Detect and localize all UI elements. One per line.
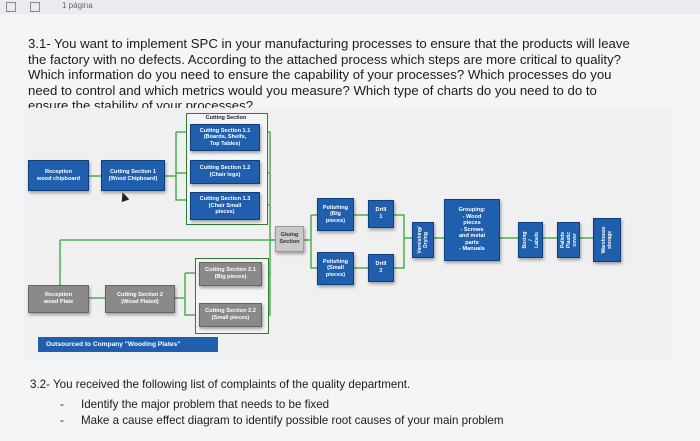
boxing-labels-label: Boxing / Labels [521, 231, 540, 249]
bullet-1-text: Identify the major problem that needs to… [81, 398, 330, 411]
sidebar-icon[interactable] [6, 2, 16, 12]
question-3-2-title: 3.2- You received the following list of … [30, 378, 411, 391]
gluing-section-box[interactable]: Gluing Section [275, 226, 304, 252]
warehouse-storage-label: Warehouse storage [601, 226, 613, 254]
pallets-plastic-cover-label: Pallets Plastic cover [559, 231, 578, 249]
drill-2-box[interactable]: Drill 2 [368, 254, 394, 282]
reception-wood-plate-box[interactable]: Reception wood Plate [28, 285, 89, 313]
drill-1-box[interactable]: Drill 1 [368, 200, 394, 228]
cutting-section-2-box[interactable]: Cutting Section 2 (Wood Plated) [105, 285, 175, 313]
grouping-box[interactable]: Grouping: - Wood pieces - Screws and met… [444, 199, 500, 261]
bullet-dash: - [60, 414, 64, 427]
cutting-section-1-1-box[interactable]: Cutting Section 1.1 (Boards, Shelfs, Top… [190, 124, 260, 151]
varnishing-drying-box[interactable]: Varnishing/ Drying [412, 222, 434, 258]
page-label: 1 página [62, 1, 93, 10]
polishing-big-box[interactable]: Polishing (Big pieces) [317, 198, 354, 231]
reception-wood-chipboard-box[interactable]: Reception wood chipboard [28, 160, 89, 191]
cutting-section-1-box[interactable]: Cutting Section 1 (Wood Chipboard) [101, 160, 165, 191]
varnishing-drying-label: Varnishing/ Drying [417, 226, 429, 254]
boxing-labels-box[interactable]: Boxing / Labels [518, 222, 543, 258]
polishing-small-box[interactable]: Polishing (Small pieces) [317, 252, 354, 285]
bullet-2-text: Make a cause effect diagram to identify … [81, 414, 504, 427]
page-view-icon[interactable] [30, 2, 40, 12]
cutting-section-2-1-box[interactable]: Cutting Section 2.1 (Big pieces) [199, 262, 262, 286]
cutting-section-1-2-box[interactable]: Cutting Section 1.2 (Chair legs) [190, 160, 260, 184]
cutting-section-2-2-box[interactable]: Cutting Section 2.2 (Small pieces) [199, 303, 262, 327]
pallets-plastic-cover-box[interactable]: Pallets Plastic cover [557, 222, 580, 258]
cutting-section-1-3-box[interactable]: Cutting Section 1.3 (Chair Small pieces) [190, 192, 260, 220]
outsourced-banner: Outsourced to Company "Wooding Plates" [38, 337, 218, 352]
cutting-section-title: Cutting Section [205, 115, 247, 121]
bullet-dash: - [60, 398, 64, 411]
warehouse-storage-box[interactable]: Warehouse storage [593, 218, 621, 262]
viewer-toolbar: 1 página [0, 0, 700, 14]
